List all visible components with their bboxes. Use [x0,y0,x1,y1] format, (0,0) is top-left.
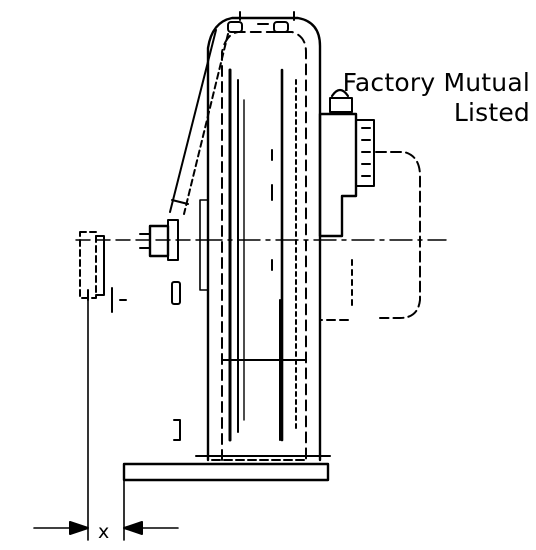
motor-unit [318,88,421,321]
main-housing [206,11,322,462]
internal-plates [199,68,297,442]
dimension-label: x [98,521,110,543]
hub-assembly [79,219,181,313]
dimension-x [33,297,179,541]
caption-line-1: Factory Mutual [342,68,530,97]
lower-housing [173,359,307,441]
base-plate [122,455,331,482]
diagonal-strut [169,29,229,215]
caption-line-2: Listed [453,98,530,127]
listing-caption: Factory Mutual Listed [343,68,530,128]
